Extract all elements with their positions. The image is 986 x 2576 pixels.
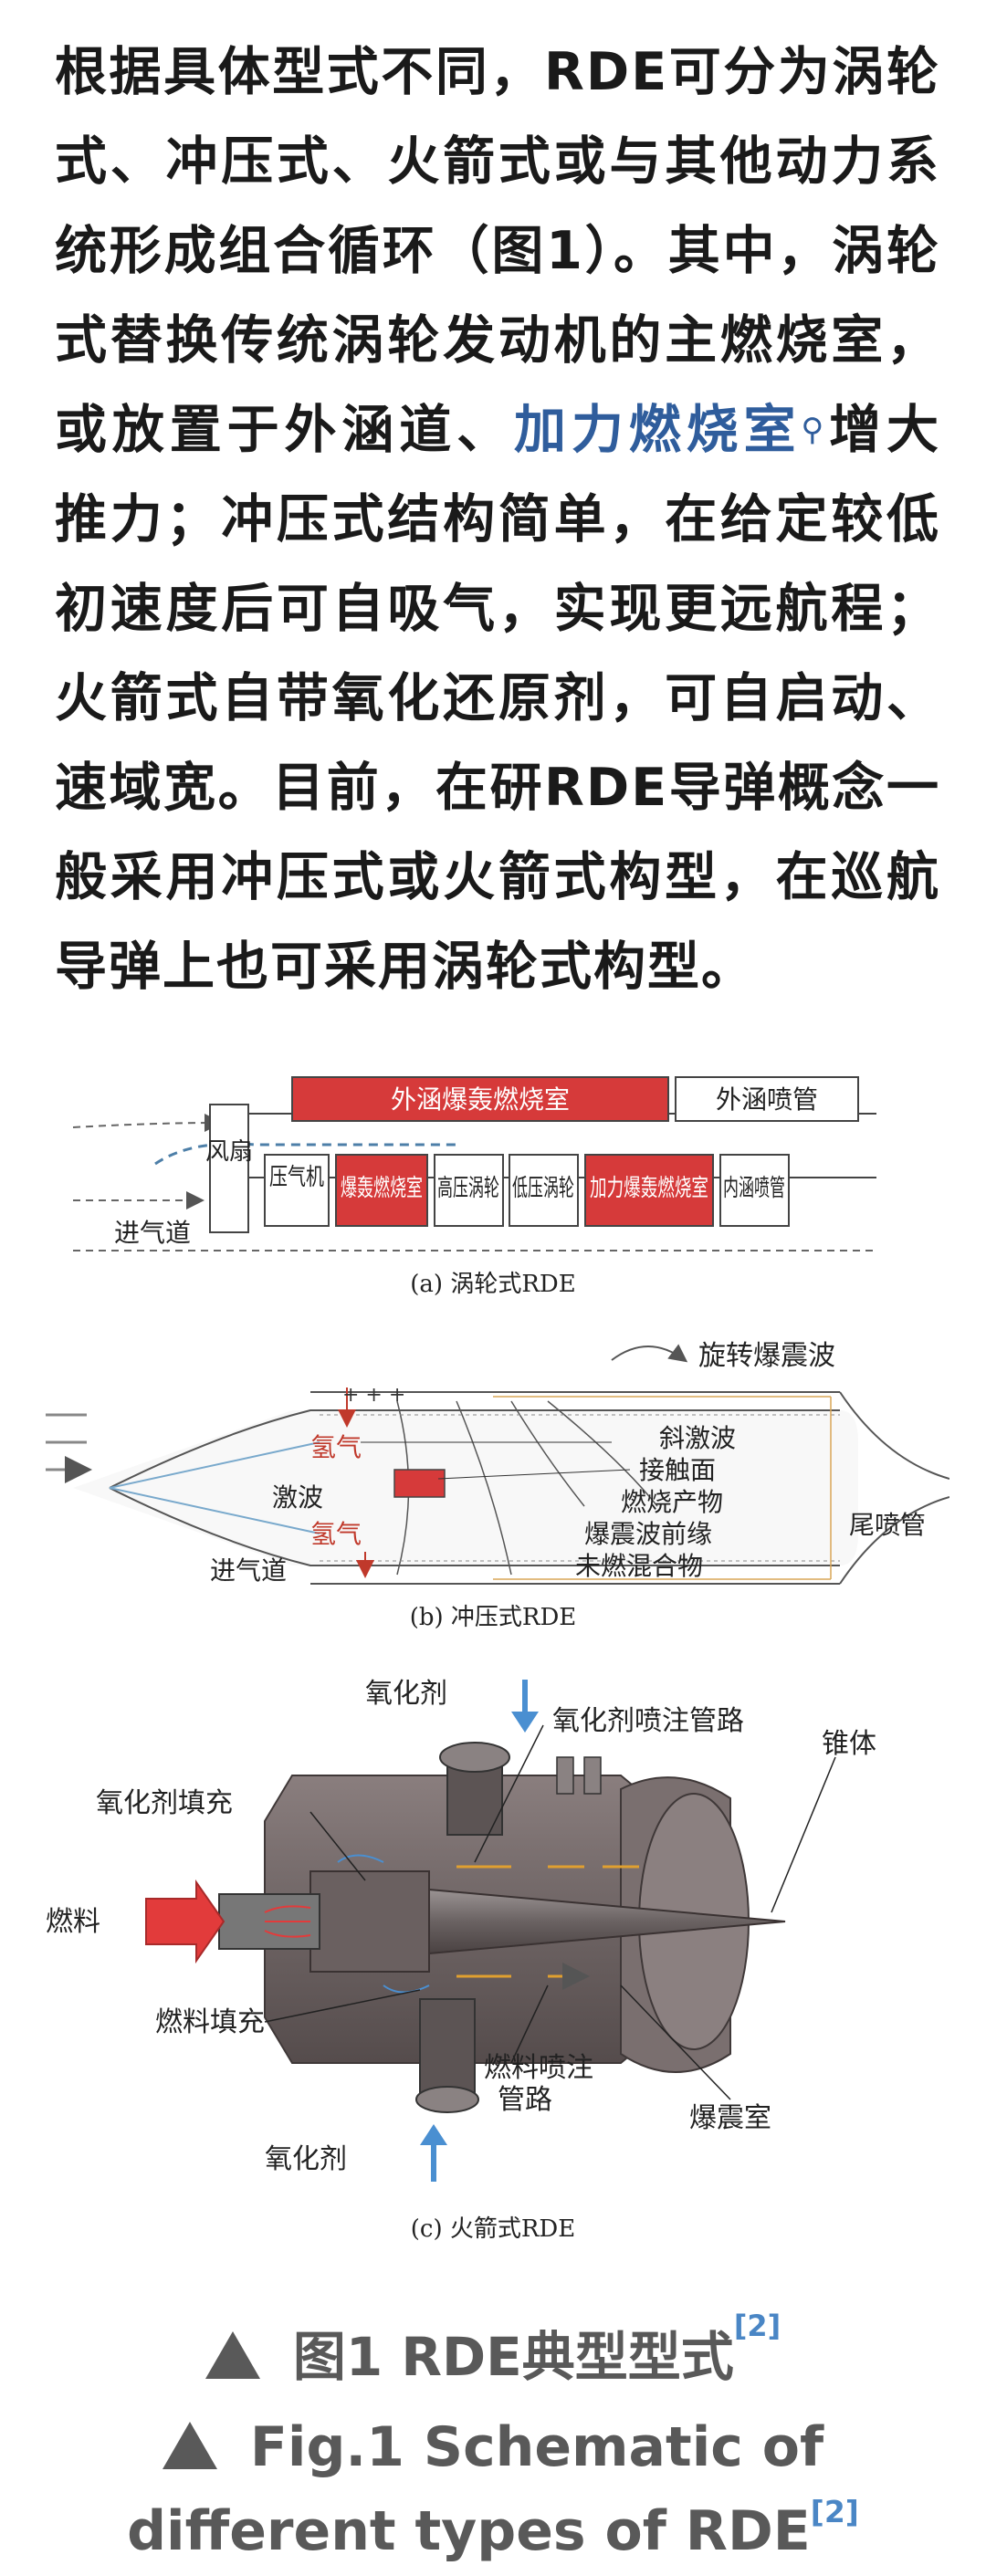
label-compressor: 压气机 (269, 1164, 324, 1191)
caption-a: (a) 涡轮式RDE (410, 1271, 575, 1298)
label-fuel-pipe-1: 燃料喷注 (484, 2052, 593, 2084)
article-paragraph-part2: 增大推力；冲压式结构简单，在给定较低初速度后可自吸气，实现更远航程；火箭式自带氧… (55, 400, 940, 997)
caption-en-line2-text: different types of RDE (127, 2499, 811, 2563)
label-tail-nozzle: 尾喷管 (849, 1510, 926, 1540)
caption-en-reference[interactable]: [2] (811, 2494, 859, 2529)
search-icon[interactable]: ⚲ (801, 412, 825, 448)
label-oxidizer-pipe: 氧化剂喷注管路 (552, 1705, 744, 1737)
diagram-c-rocket-rde: 氧化剂 氧化剂喷注管路 锥体 氧化剂填充 燃料 燃料填充 燃料喷注 管路 爆震室… (46, 1678, 876, 2243)
label-h2-top: 氢气 (310, 1432, 362, 1462)
caption-c: (c) 火箭式RDE (411, 2215, 576, 2243)
caption-b: (b) 冲压式RDE (410, 1604, 577, 1631)
label-h2-bottom: 氢气 (310, 1519, 362, 1549)
label-core-nozzle: 内涵喷管 (723, 1175, 785, 1202)
label-inlet-b: 进气道 (210, 1555, 287, 1586)
label-fuel-pipe-2: 管路 (498, 2084, 552, 2116)
label-bypass-det: 外涵爆轰燃烧室 (391, 1084, 570, 1115)
rde-figure: 外涵爆轰燃烧室 外涵喷管 风扇 压气机 爆轰燃烧室 高压涡轮 低压涡轮 加力爆轰… (37, 1050, 949, 2282)
label-det-chamber: 爆轰燃烧室 (341, 1175, 423, 1202)
label-oxidizer-fill: 氧化剂填充 (96, 1787, 233, 1819)
label-lp-turbine: 低压涡轮 (512, 1175, 574, 1202)
article-text: 根据具体型式不同，RDE可分为涡轮式、冲压式、火箭式或与其他动力系统形成组合循环… (55, 27, 940, 1011)
label-rotating-wave: 旋转爆震波 (698, 1340, 835, 1372)
figure-caption-cn: 图1 RDE典型型式[2] (0, 2314, 986, 2391)
caption-cn-reference[interactable]: [2] (734, 2309, 781, 2343)
triangle-icon (205, 2331, 260, 2379)
label-products: 燃烧产物 (621, 1487, 723, 1517)
label-fuel-fill: 燃料填充 (155, 2006, 265, 2038)
label-inlet-a: 进气道 (114, 1218, 191, 1248)
label-fuel: 燃料 (46, 1906, 100, 1938)
label-unburned: 未燃混合物 (575, 1551, 703, 1581)
diagram-a-turbine-rde: 外涵爆轰燃烧室 外涵喷管 风扇 压气机 爆轰燃烧室 高压涡轮 低压涡轮 加力爆轰… (73, 1077, 876, 1298)
diagram-b-ramjet-rde: + + + 旋转爆震波 氢气 激波 氢气 斜激波 接触面 燃烧产物 爆震波前缘 … (46, 1340, 949, 1631)
afterburner-link[interactable]: 加力燃烧室 (514, 400, 801, 460)
label-front: 爆震波前缘 (584, 1519, 712, 1549)
figure-caption-en-line1: Fig.1 Schematic of (0, 2415, 986, 2479)
caption-en-line1-text: Fig.1 Schematic of (250, 2415, 823, 2479)
caption-cn-text: 图1 RDE典型型式 (293, 2326, 734, 2388)
figure-caption-en-line2: different types of RDE[2] (0, 2499, 986, 2563)
label-oxidizer-bottom: 氧化剂 (265, 2143, 347, 2175)
label-afterburner-det: 加力爆轰燃烧室 (590, 1175, 708, 1202)
article-paragraph-part1: 根据具体型式不同，RDE可分为涡轮式、冲压式、火箭式或与其他动力系统形成组合循环… (55, 42, 940, 460)
label-bypass-nozzle: 外涵喷管 (716, 1084, 818, 1115)
label-hp-turbine: 高压涡轮 (437, 1175, 499, 1202)
label-det-chamber-c: 爆震室 (689, 2102, 771, 2134)
triangle-icon (163, 2422, 217, 2469)
label-oblique-shock: 斜激波 (659, 1423, 736, 1453)
label-contact: 接触面 (639, 1455, 716, 1485)
plus-marks: + + + (342, 1384, 405, 1407)
label-shock: 激波 (272, 1482, 323, 1513)
label-fan: 风扇 (205, 1138, 253, 1166)
label-oxidizer-top: 氧化剂 (365, 1678, 447, 1710)
label-cone: 锥体 (822, 1728, 876, 1760)
